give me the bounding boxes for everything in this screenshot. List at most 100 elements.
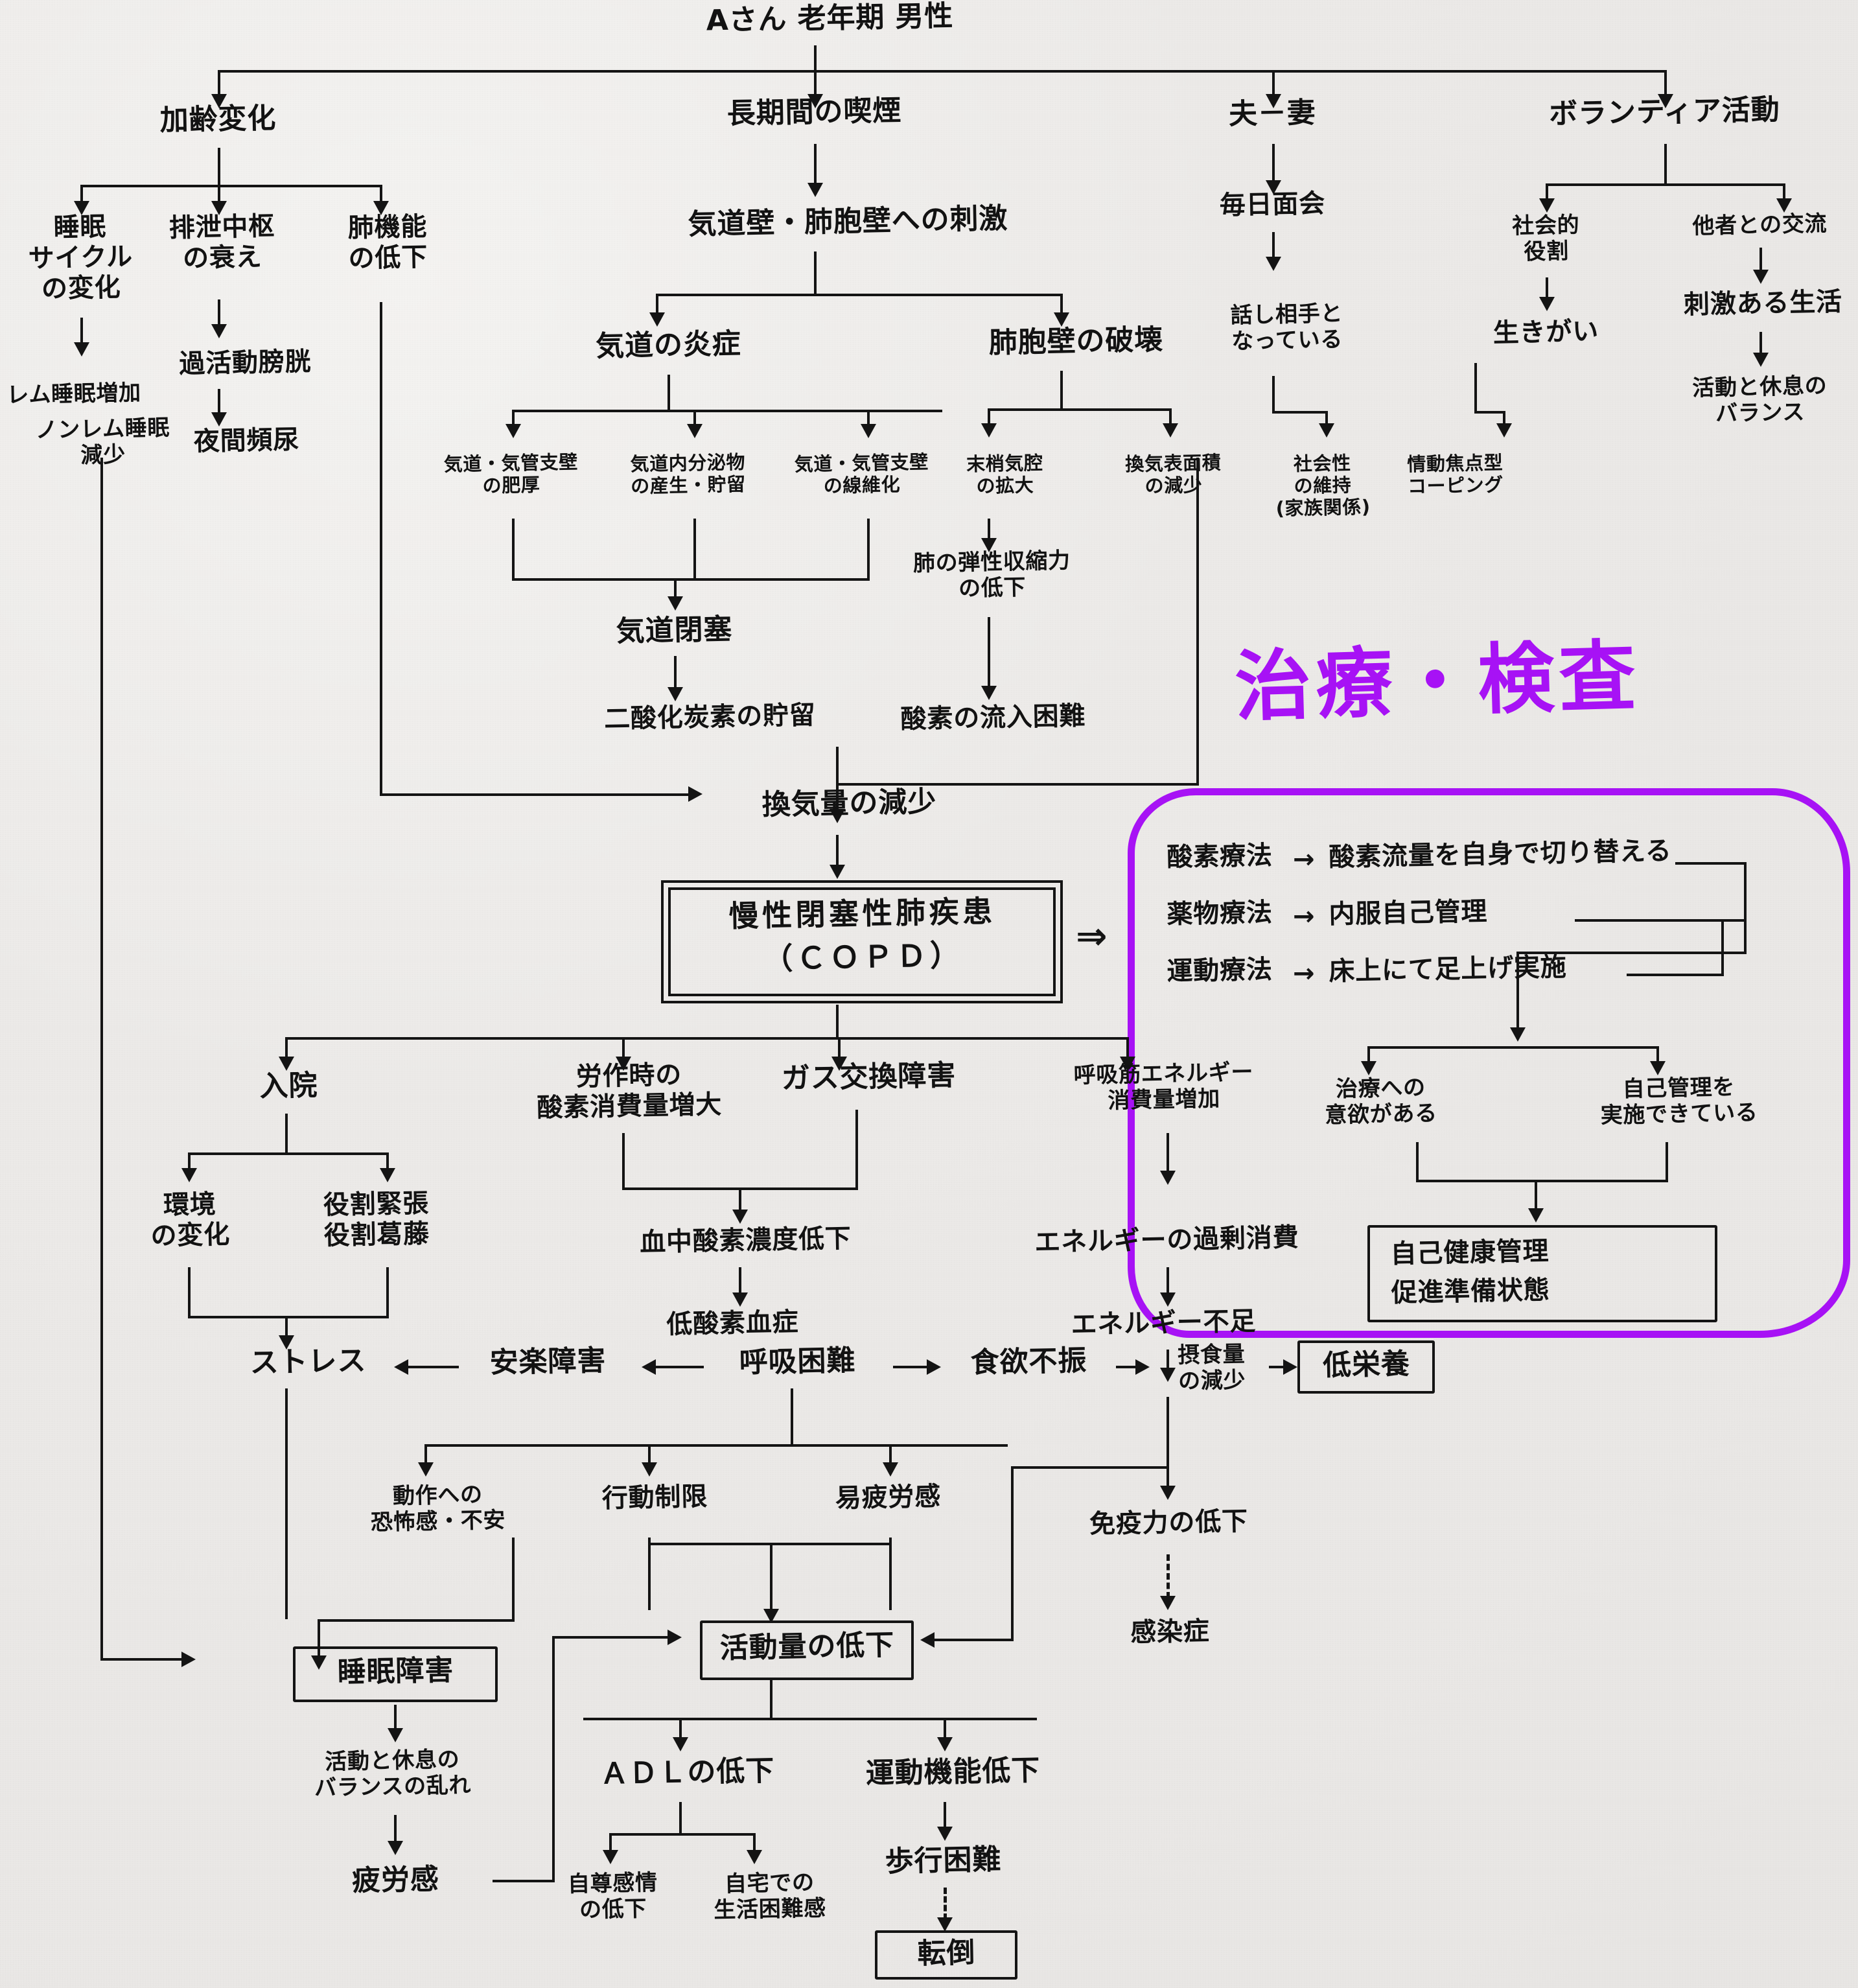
edge-stimulus-c2 <box>1060 294 1063 314</box>
edge-imbalance-down <box>394 1815 397 1843</box>
node-energy-overconsumption: エネルギーの過剰消費 <box>1034 1222 1299 1258</box>
arrow-to-outcome-1 <box>1650 1061 1666 1075</box>
node-bronchial-thickening: 気道・気管支壁 の肥厚 <box>443 450 579 497</box>
arrow-to-rem <box>74 342 89 357</box>
edge-vent-h-right <box>836 783 1199 786</box>
edge-bladder-stem <box>218 389 220 414</box>
arrow-to-lung-function <box>373 201 389 215</box>
edge-left-spine-h <box>100 1658 185 1661</box>
arrow-to-adl-decline <box>673 1737 688 1751</box>
edge-act-c1 <box>679 1718 682 1738</box>
copd-box <box>661 880 1063 1003</box>
arrow-anorexia-to-intake <box>1135 1359 1150 1375</box>
node-root: Aさん 老年期 男性 <box>706 0 954 38</box>
node-easy-fatigue: 易疲労感 <box>835 1481 942 1514</box>
arrow-to-diagnosis <box>1528 1208 1544 1222</box>
node-infection: 感染症 <box>1130 1616 1211 1648</box>
edge-copd-c1 <box>285 1037 288 1058</box>
edge-gas-down <box>855 1110 858 1190</box>
node-secretion-retention: 気道内分泌物 の産生・貯留 <box>630 450 747 498</box>
edge-copd-c2 <box>622 1037 625 1058</box>
edge-fear-down <box>512 1538 515 1622</box>
edge-hosp-c1 <box>188 1152 191 1169</box>
arrow-to-blood-o2 <box>732 1210 748 1224</box>
arrow-to-recoil <box>981 538 997 552</box>
edge-lower-spread <box>424 1444 1008 1447</box>
edge-aging-c1 <box>80 185 83 203</box>
edge-aging-spread <box>80 185 382 187</box>
arrow-to-nocturia <box>211 412 227 427</box>
edge-left-spine <box>100 458 103 1661</box>
edge-recoil-down <box>988 617 990 687</box>
edge-bloodo2-down <box>739 1267 741 1294</box>
edge-stress-stem <box>285 1316 288 1338</box>
node-fear-of-movement: 動作への 恐怖感・不安 <box>370 1481 506 1536</box>
edge-hosp-stem <box>285 1114 288 1154</box>
edge-copd-down <box>836 1005 839 1038</box>
edge-hosp-spread <box>188 1152 389 1155</box>
arrow-to-ventilation-decrease <box>830 809 845 823</box>
edge-socialrole-stem <box>1546 277 1548 298</box>
edge-activity-stem <box>770 1543 772 1611</box>
node-malnutrition: 低栄養 <box>1322 1347 1411 1383</box>
arrow-to-role-strain <box>380 1168 395 1182</box>
edge-ikigai-c <box>1503 411 1505 425</box>
arrow-to-balance-imbalance <box>388 1728 403 1742</box>
edge-inflam-c1 <box>512 410 515 425</box>
outcome-1-label: 自己管理を 実施できている <box>1600 1074 1758 1129</box>
node-env-change: 環境 の変化 <box>150 1189 231 1252</box>
edge-gait-dashed <box>944 1888 947 1920</box>
edge-malnutr-to-act <box>933 1639 1014 1641</box>
edge-out-join <box>1416 1180 1668 1182</box>
arrow-to-co2 <box>668 687 683 701</box>
edge-copd-c4 <box>1126 1037 1129 1058</box>
edge-visit-stem <box>1272 232 1275 258</box>
edge-adl-stem <box>679 1802 682 1836</box>
edge-obstr-down <box>674 656 677 688</box>
edge-lungfn-long-down <box>380 302 382 796</box>
edge-th-join-h <box>1516 952 1747 954</box>
arrow-to-social-role <box>1539 198 1555 213</box>
edge-dyspnea-anorexia <box>893 1366 929 1368</box>
node-volunteer: ボランティア活動 <box>1548 93 1781 131</box>
arrow-fatigue-to-activity <box>668 1630 682 1645</box>
edge-root-l1 <box>218 70 220 96</box>
edge-root-spread <box>218 70 1664 73</box>
node-adl-decline: ＡＤＬの低下 <box>599 1754 775 1791</box>
edge-lower-c2 <box>648 1444 651 1464</box>
edge-act-down <box>770 1680 772 1720</box>
arrow-to-energy-short <box>1160 1292 1176 1307</box>
edge-sleepdis-down <box>394 1705 397 1731</box>
arrow-lungfn-to-vent <box>688 786 703 802</box>
edge-aging-c3 <box>380 185 382 203</box>
edge-excretion-stem <box>218 299 220 327</box>
edge-ikigai-h <box>1474 411 1505 414</box>
node-daily-visit: 毎日面会 <box>1219 189 1326 221</box>
edge-act-spread <box>583 1718 1037 1720</box>
arrow-to-ventsurface <box>1163 423 1178 438</box>
arrow-to-couple <box>1266 94 1281 108</box>
node-behavior-restriction: 行動制限 <box>601 1481 708 1514</box>
edge-stress-long-down <box>285 1388 288 1619</box>
edge-adl-c1 <box>609 1833 612 1851</box>
arrow-to-immunity <box>1160 1486 1176 1500</box>
arrow-to-self-esteem <box>603 1850 618 1864</box>
arrow-to-outcome-0 <box>1361 1061 1376 1075</box>
outcome-0-label: 治療への 意欲がある <box>1325 1074 1438 1128</box>
therapy-1-arrow: → <box>1293 902 1315 931</box>
edge-aging-c2 <box>218 185 220 203</box>
node-home-life-difficulty: 自宅での 生活困難感 <box>714 1869 827 1924</box>
node-social-maintenance: 社会性 の維持 (家族関係) <box>1275 452 1371 520</box>
edge-energyover-down <box>1167 1267 1169 1294</box>
edge-behav-down <box>648 1538 651 1610</box>
arrow-to-fatigue-feeling <box>388 1841 403 1855</box>
node-gas-exchange-disorder: ガス交換障害 <box>781 1058 957 1095</box>
arrow-to-balance <box>1753 353 1769 367</box>
therapy-2-detail: 床上にて足上げ実施 <box>1329 952 1568 987</box>
edge-smoking-stem <box>814 144 817 184</box>
arrow-to-fall <box>937 1917 953 1932</box>
node-self-esteem-down: 自尊感情 の低下 <box>567 1869 658 1923</box>
therapy-1-detail: 内服自己管理 <box>1329 896 1488 930</box>
therapy-0-arrow: → <box>1293 845 1315 874</box>
arrow-to-sleep-disorder <box>311 1655 327 1670</box>
